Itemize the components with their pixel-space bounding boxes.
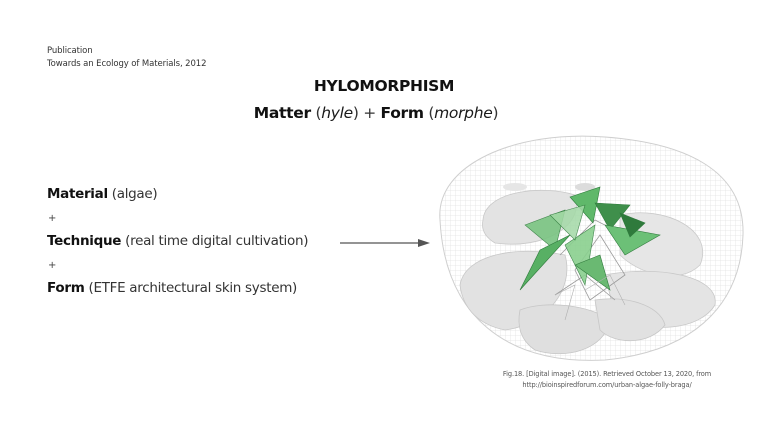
page-title: HYLOMORPHISM	[313, 77, 455, 95]
caption-url: http://bioinspiredforum.com/urban-algae-…	[522, 381, 692, 389]
equation-item-technique: Technique (real time digital cultivation…	[47, 233, 309, 249]
morphe-term: morphe	[434, 104, 493, 122]
publication-citation: Towards an Ecology of Materials, 2012	[47, 59, 207, 69]
publication-label: Publication	[47, 46, 93, 56]
plus-operator: +	[48, 212, 57, 224]
plus-operator: +	[48, 259, 57, 271]
publication-info: Publication Towards an Ecology of Materi…	[47, 45, 207, 71]
algae-folly-illustration	[439, 135, 744, 361]
equation-item-material: Material (algae)	[47, 186, 158, 202]
arrow-right-icon	[340, 239, 430, 247]
equation-list: Material (algae) + Technique (real time …	[47, 183, 309, 301]
equation-item-form: Form (ETFE architectural skin system)	[47, 280, 298, 296]
page-subtitle: Matter (hyle) + Form (morphe)	[253, 104, 499, 122]
figure-caption: Fig.18. [Digital image]. (2015). Retriev…	[482, 369, 732, 391]
matter-term: Matter	[253, 104, 311, 122]
form-term: Form	[380, 104, 425, 122]
caption-citation: Fig.18. [Digital image]. (2015). Retriev…	[502, 370, 712, 378]
hyle-term: hyle	[321, 104, 353, 122]
